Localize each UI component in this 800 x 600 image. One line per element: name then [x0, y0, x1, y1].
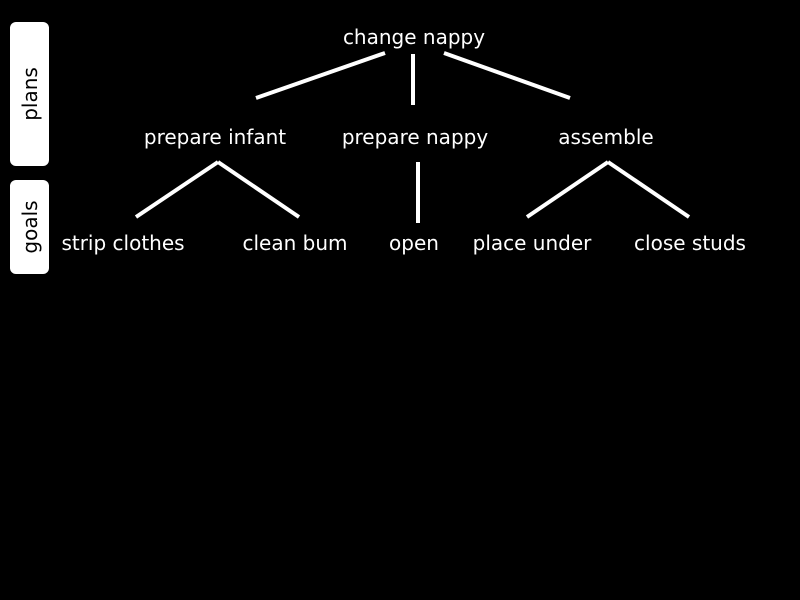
connector-prepare-infant-to-strip-clothes: [134, 160, 220, 219]
goal-node: place under: [472, 231, 592, 255]
plan-node: prepare infant: [143, 125, 287, 149]
connector-root-to-prepare-infant: [255, 51, 386, 100]
root-node: change nappy: [342, 25, 486, 49]
connector-prepare-infant-to-clean-bum: [216, 160, 301, 219]
connector-assemble-to-place-under: [525, 160, 610, 219]
goal-node: open: [389, 231, 439, 255]
plan-node: assemble: [558, 125, 654, 149]
plans-level-tab: plans: [10, 22, 49, 166]
goals-level-tab: goals: [10, 180, 49, 274]
goal-node: clean bum: [242, 231, 348, 255]
connector-assemble-to-close-studs: [606, 160, 691, 219]
goal-node: close studs: [634, 231, 746, 255]
connector-root-to-assemble: [443, 51, 571, 100]
plan-node: prepare nappy: [341, 125, 489, 149]
goal-node: strip clothes: [61, 231, 185, 255]
